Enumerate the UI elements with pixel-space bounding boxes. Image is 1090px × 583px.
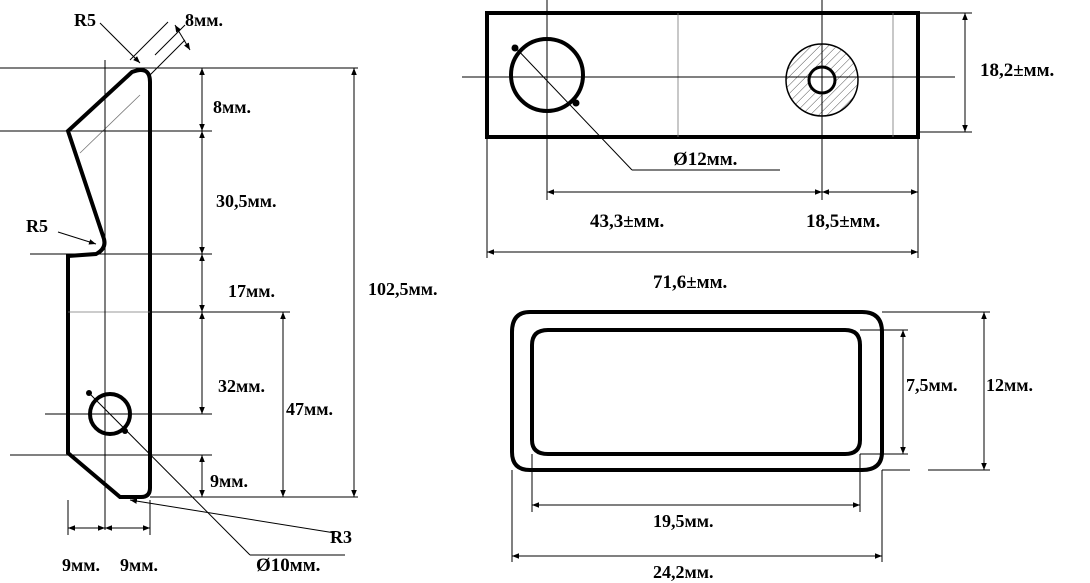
side-hole-diameter-label: Ø10мм. bbox=[256, 555, 320, 576]
dim-47-label: 47мм. bbox=[286, 399, 333, 419]
r5-top-label: R5 bbox=[74, 10, 96, 30]
sec-dim-7-5-label: 7,5мм. bbox=[906, 375, 958, 395]
chamfer-8-label: 8мм. bbox=[185, 10, 223, 30]
top-dim-71-6-label: 71,6±мм. bbox=[653, 272, 727, 293]
chamfer-dim-arrow bbox=[174, 24, 191, 51]
sec-dim-19-5-label: 19,5мм. bbox=[653, 511, 714, 531]
hole-leader bbox=[87, 391, 251, 556]
section-inner-outline bbox=[530, 328, 862, 456]
top-hole-dot-2 bbox=[572, 99, 580, 107]
chamfer-ext-2 bbox=[129, 21, 169, 61]
sec-dim-24-2-label: 24,2мм. bbox=[653, 562, 714, 582]
chamfer-dim bbox=[154, 24, 186, 56]
side-view: R5 8мм. 8мм. 30,5мм. R5 17мм. 102,5мм. 3… bbox=[0, 10, 438, 576]
chamfer-ext-1 bbox=[149, 39, 186, 76]
hole-leader-dot-2 bbox=[122, 428, 128, 434]
bottom-9-right-label: 9мм. bbox=[120, 555, 158, 575]
top-hole-diameter-label: Ø12мм. bbox=[673, 149, 737, 170]
dim-9-bottom-label: 9мм. bbox=[210, 471, 248, 491]
dim-17-label: 17мм. bbox=[228, 281, 275, 301]
dim-8-label: 8мм. bbox=[213, 97, 251, 117]
section-view: 7,5мм. 12мм. 19,5мм. 24,2мм. bbox=[510, 310, 1033, 582]
r5-top-leader bbox=[99, 22, 141, 64]
top-hole-leader bbox=[512, 44, 633, 171]
bottom-9-left-label: 9мм. bbox=[62, 555, 100, 575]
top-dim-18-5-label: 18,5±мм. bbox=[806, 211, 880, 232]
hole-leader-dot-1 bbox=[86, 390, 92, 396]
dim-30-5-label: 30,5мм. bbox=[216, 191, 277, 211]
section-outer-outline bbox=[510, 310, 884, 472]
side-hole bbox=[88, 392, 132, 436]
r5-mid-leader bbox=[57, 231, 97, 245]
dim-32-label: 32мм. bbox=[218, 376, 265, 396]
sec-dim-12-label: 12мм. bbox=[986, 375, 1033, 395]
top-view-outline bbox=[485, 11, 920, 139]
top-hole-dot-1 bbox=[511, 44, 519, 52]
r5-mid-label: R5 bbox=[26, 216, 48, 236]
r3-label: R3 bbox=[330, 527, 352, 547]
top-view: 18,2±мм. Ø12мм. 43,3±мм. 18,5±мм. 71,6±м… bbox=[462, 0, 1054, 293]
side-view-outline bbox=[65, 68, 152, 499]
r3-leader bbox=[129, 498, 336, 534]
dim-102-5-label: 102,5мм. bbox=[368, 279, 438, 299]
top-dim-18-2-label: 18,2±мм. bbox=[980, 60, 1054, 81]
top-dim-43-3-label: 43,3±мм. bbox=[590, 211, 664, 232]
chamfer-edge-line bbox=[79, 94, 141, 154]
